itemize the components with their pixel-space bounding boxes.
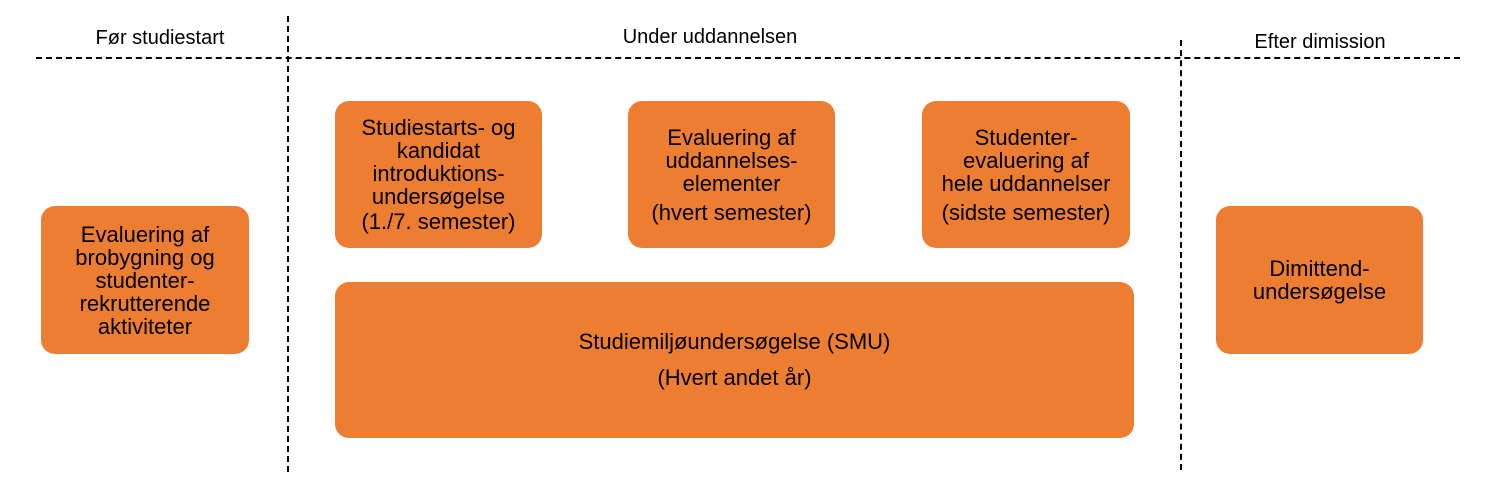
box-smu-sub: (Hvert andet år) xyxy=(657,365,812,390)
phase-divider-before-during xyxy=(287,16,289,472)
box-element-line-1: Evaluering af xyxy=(667,124,796,150)
box-graduate-line-1: Dimittend- xyxy=(1269,256,1370,281)
box-element-evaluation: Evaluering af uddannelses- elementer (hv… xyxy=(628,101,835,248)
box-intro-line-1: Studiestarts- og xyxy=(361,115,516,140)
box-intro-survey: Studiestarts- og kandidat introduktions-… xyxy=(335,101,542,248)
box-intro-line-2: kandidat xyxy=(396,138,481,163)
box-program-sub: (sidste semester) xyxy=(941,199,1111,225)
header-divider-line xyxy=(36,57,1460,59)
box-bridging-line-3: studenter- xyxy=(95,267,195,293)
box-element-sub: (hvert semester) xyxy=(651,199,812,225)
box-bridging-line-5: aktiviteter xyxy=(97,313,193,339)
box-program-line-1: Studenter- xyxy=(974,124,1078,150)
box-bridging-line-4: rekrutterende xyxy=(79,290,211,316)
phase-label-during: Under uddannelsen xyxy=(622,26,798,48)
phase-divider-during-after xyxy=(1180,40,1182,470)
box-element-line-2: uddannelses- xyxy=(665,147,798,173)
phase-label-before: Før studiestart xyxy=(95,27,225,49)
box-program-line-2: evaluering af xyxy=(963,147,1089,173)
box-intro-sub: (1./7. semester) xyxy=(361,209,516,234)
phase-label-after: Efter dimission xyxy=(1254,31,1386,53)
box-bridging-evaluation: Evaluering af brobygning og studenter- r… xyxy=(41,206,249,354)
box-bridging-line-2: brobygning og xyxy=(75,244,215,270)
box-smu-line-1: Studiemiljøundersøgelse (SMU) xyxy=(578,329,891,354)
box-intro-line-4: undersøgelse xyxy=(371,184,506,209)
box-program-evaluation: Studenter- evaluering af hele uddannelse… xyxy=(922,101,1130,248)
box-program-line-3: hele uddannelser xyxy=(941,170,1111,196)
box-intro-line-3: introduktions- xyxy=(372,161,505,186)
box-element-line-3: elementer xyxy=(682,170,781,196)
box-smu: Studiemiljøundersøgelse (SMU) (Hvert and… xyxy=(335,282,1134,438)
box-bridging-line-1: Evaluering af xyxy=(80,221,210,247)
box-graduate-survey: Dimittend- undersøgelse xyxy=(1216,206,1423,354)
box-graduate-line-2: undersøgelse xyxy=(1252,279,1387,304)
